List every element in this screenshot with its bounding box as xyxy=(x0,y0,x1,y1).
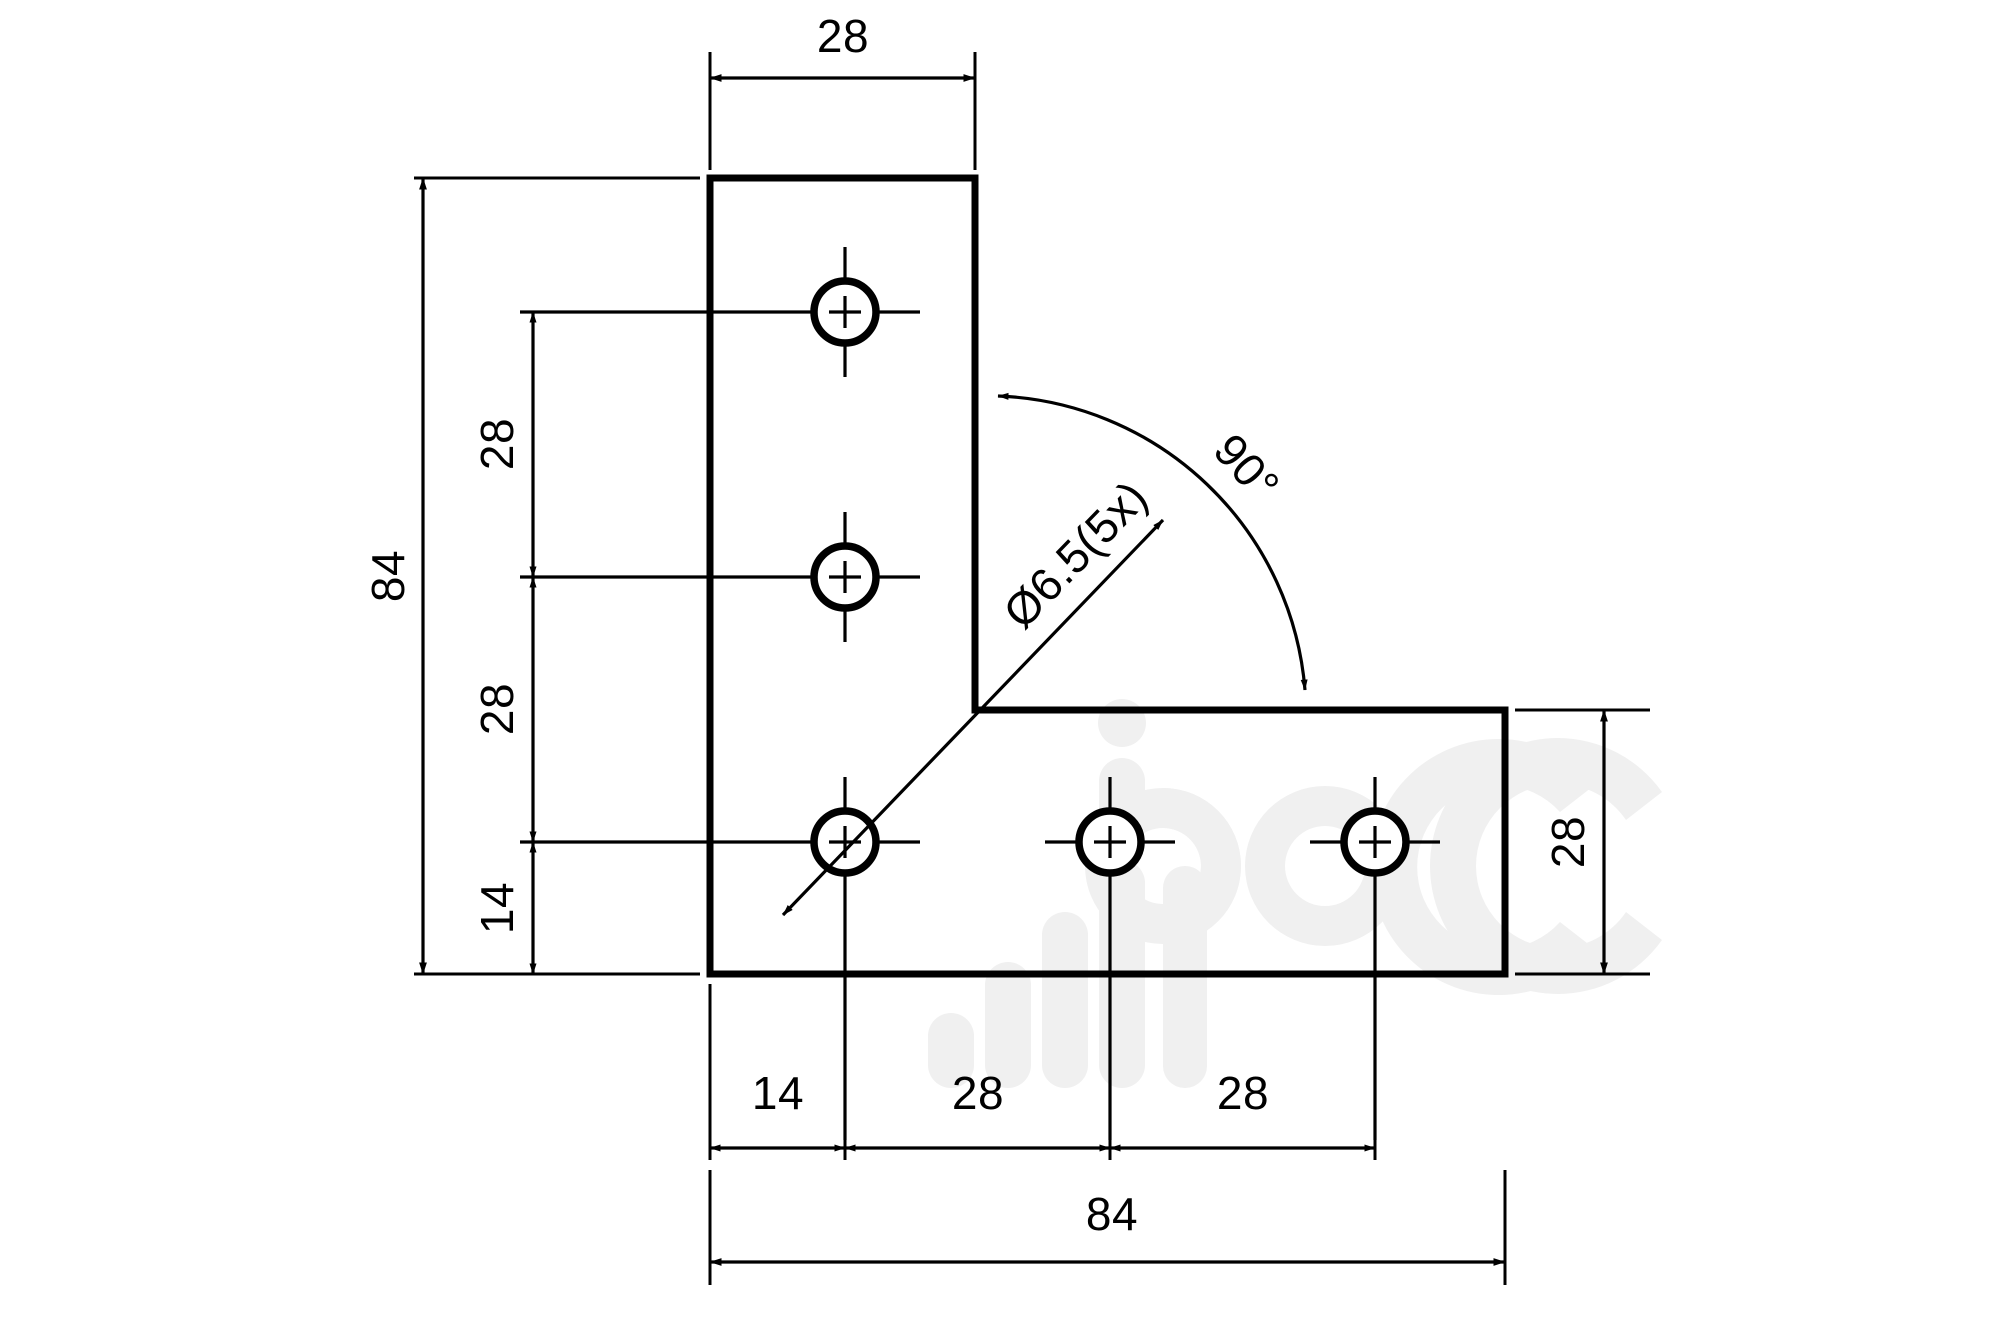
dimension-label-bottom-chain-2: 28 xyxy=(1217,1067,1269,1119)
dimension-label-right: 28 xyxy=(1542,816,1594,868)
dimension-label-top: 28 xyxy=(817,10,869,62)
bracket-outline xyxy=(706,174,1509,978)
dimension-label-left-chain-0: 28 xyxy=(471,418,523,470)
dimension-label-bottom-chain-1: 28 xyxy=(952,1067,1004,1119)
dimension-left-chain: 28 28 14 xyxy=(471,310,700,976)
dimension-label-left-chain-1: 28 xyxy=(471,683,523,735)
dimension-right-28: 28 xyxy=(1515,708,1650,976)
hole-5-center-cross xyxy=(1359,826,1391,858)
hole-1-center-cross xyxy=(829,296,861,328)
dimension-bottom-overall-84: 84 xyxy=(708,1170,1507,1285)
dimension-label-bottom-overall: 84 xyxy=(1086,1188,1138,1240)
dimension-bottom-chain: 14 28 28 xyxy=(708,984,1377,1160)
dimension-top-28: 28 xyxy=(708,10,977,170)
dimension-label-bottom-chain-0: 14 xyxy=(752,1067,804,1119)
dimension-label-left-overall: 84 xyxy=(362,550,414,602)
dimension-label-left-chain-2: 14 xyxy=(471,882,523,934)
